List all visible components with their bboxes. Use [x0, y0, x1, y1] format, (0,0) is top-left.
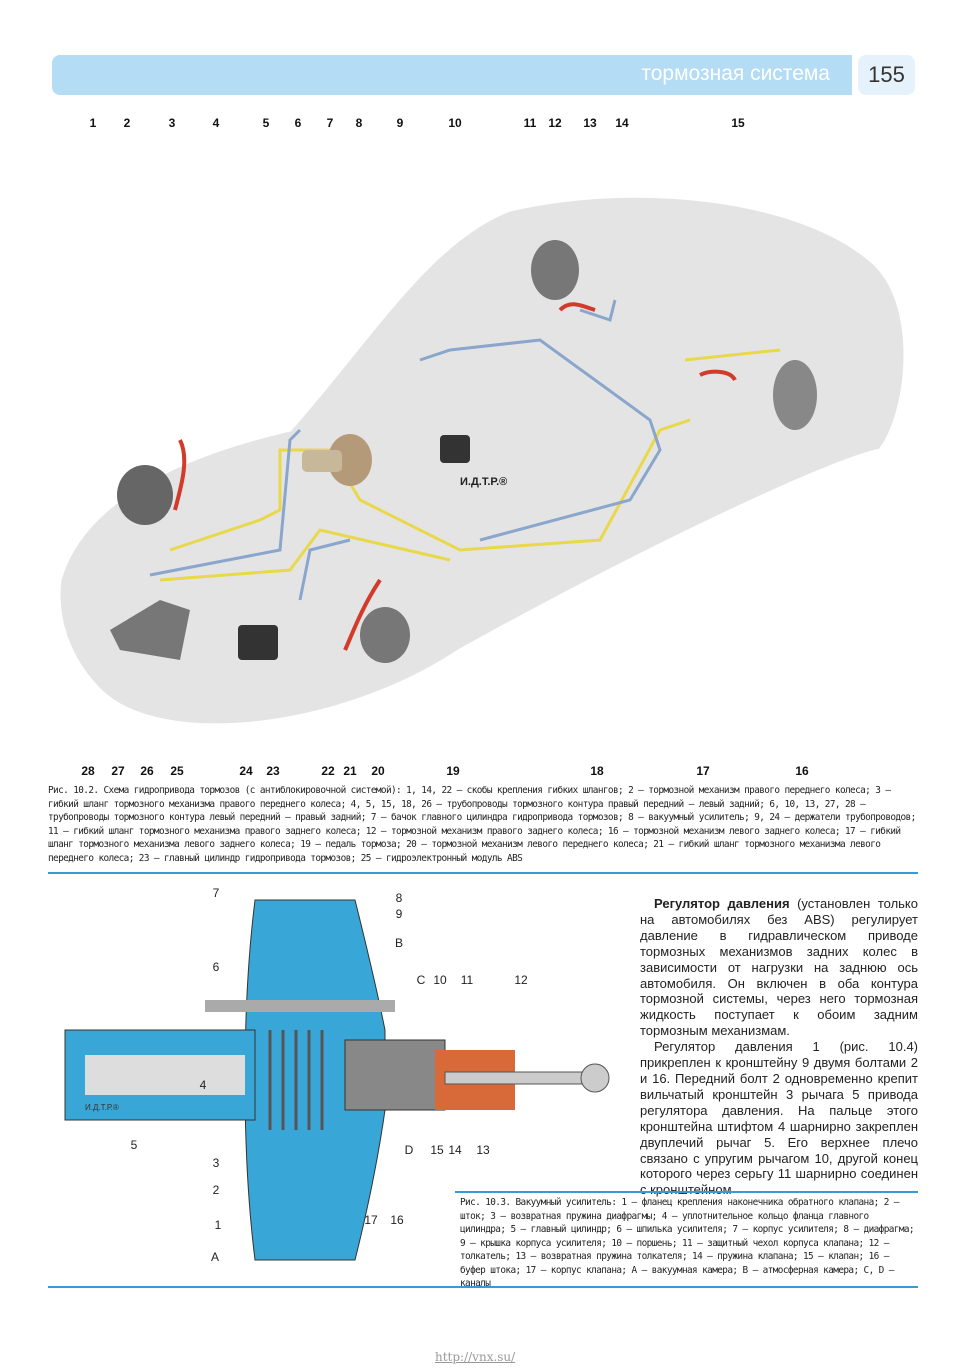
divider-top — [48, 872, 918, 874]
callout-label: 13 — [476, 1143, 490, 1157]
callout-number: 3 — [168, 116, 176, 130]
callout-label: 17 — [364, 1213, 378, 1227]
callout-number: 20 — [371, 764, 385, 778]
flexible-hoses — [173, 302, 737, 651]
callout-number: 26 — [140, 764, 154, 778]
callout-label: 2 — [212, 1183, 220, 1197]
callout-number: 11 — [523, 116, 537, 130]
callout-label: 11 — [460, 973, 474, 987]
master-cylinder-bore — [85, 1055, 245, 1095]
callout-label: C — [416, 973, 426, 987]
caption-divider — [455, 1191, 918, 1193]
callout-number: 24 — [239, 764, 253, 778]
callout-label: 12 — [514, 973, 528, 987]
pipe-holder-9 — [440, 435, 470, 463]
page-number: 155 — [858, 55, 915, 95]
callout-number: 21 — [343, 764, 357, 778]
callout-number: 8 — [355, 116, 363, 130]
paragraph-2: Регулятор давления 1 (рис. 10.4) прикреп… — [640, 1039, 918, 1198]
pipe-holder-24 — [238, 625, 278, 660]
callout-number: 7 — [326, 116, 334, 130]
car-body-silhouette — [57, 194, 907, 727]
divider-bottom — [48, 1286, 918, 1288]
callout-label: 15 — [430, 1143, 444, 1157]
figure-10-3-caption: Рис. 10.3. Вакуумный усилитель: 1 – флан… — [460, 1197, 915, 1289]
idtr-watermark: И.Д.Т.Р.® — [85, 1103, 119, 1112]
callout-number: 12 — [548, 116, 562, 130]
section-header: тормозная система — [52, 55, 852, 95]
rear-right-brake — [531, 240, 579, 300]
callout-number: 19 — [446, 764, 460, 778]
article-text: Регулятор давления (установлен только на… — [640, 896, 918, 1198]
pushrod-eye — [580, 1063, 610, 1093]
term-pressure-regulator: Регулятор давления — [654, 896, 790, 911]
callout-number: 13 — [583, 116, 597, 130]
callout-number: 22 — [321, 764, 335, 778]
callout-label: 5 — [130, 1138, 138, 1152]
callout-label: D — [404, 1143, 414, 1157]
callout-number: 23 — [266, 764, 280, 778]
callout-label: 10 — [433, 973, 447, 987]
callout-label: 14 — [448, 1143, 462, 1157]
brake-pipes-blue — [149, 299, 662, 601]
front-right-brake — [117, 465, 173, 525]
callout-number: 14 — [615, 116, 629, 130]
callout-number: 15 — [731, 116, 745, 130]
abs-module — [110, 600, 190, 660]
booster-stud — [205, 1000, 395, 1012]
valve-body — [344, 1039, 446, 1111]
callout-number: 4 — [212, 116, 220, 130]
callout-label: 8 — [395, 891, 403, 905]
callout-label: 6 — [212, 960, 220, 974]
callout-number: 28 — [81, 764, 95, 778]
callout-label: 3 — [212, 1156, 220, 1170]
callout-number: 5 — [262, 116, 270, 130]
callout-number: 17 — [696, 764, 710, 778]
callout-number: 25 — [170, 764, 184, 778]
vacuum-booster — [328, 434, 372, 486]
master-cylinder-reservoir — [302, 450, 342, 472]
paragraph-1: Регулятор давления (установлен только на… — [640, 896, 918, 1039]
brake-system-diagram: И.Д.Т.Р.® — [57, 194, 907, 727]
callout-label: 9 — [395, 907, 403, 921]
callout-number: 2 — [123, 116, 131, 130]
callout-number: 27 — [111, 764, 125, 778]
paragraph-1-text: (установлен только на автомобилях без AB… — [640, 896, 918, 1039]
callout-label: A — [210, 1250, 220, 1264]
front-left-brake — [360, 607, 410, 663]
figure-10-2-caption: Рис. 10.2. Схема гидропривода тормозов (… — [48, 785, 916, 864]
callout-label: 4 — [199, 1078, 207, 1092]
footer-url-link[interactable]: http://vnx.su/ — [435, 1350, 516, 1364]
callout-number: 18 — [590, 764, 604, 778]
callout-number: 1 — [89, 116, 97, 130]
callout-number: 10 — [448, 116, 462, 130]
idtr-watermark: И.Д.Т.Р.® — [460, 476, 507, 488]
callout-label: 7 — [212, 886, 220, 900]
callout-label: B — [394, 936, 404, 950]
vacuum-booster-cross-section: И.Д.Т.Р.® — [64, 899, 610, 1261]
rear-left-brake — [773, 360, 817, 430]
diaphragm-spring — [268, 1030, 324, 1130]
section-title: тормозная система — [641, 62, 830, 85]
callout-label: 16 — [390, 1213, 404, 1227]
booster-housing — [244, 899, 386, 1261]
callout-number: 9 — [396, 116, 404, 130]
callout-label: 1 — [214, 1218, 222, 1232]
callout-number: 16 — [795, 764, 809, 778]
callout-number: 6 — [294, 116, 302, 130]
pushrod — [444, 1071, 586, 1085]
